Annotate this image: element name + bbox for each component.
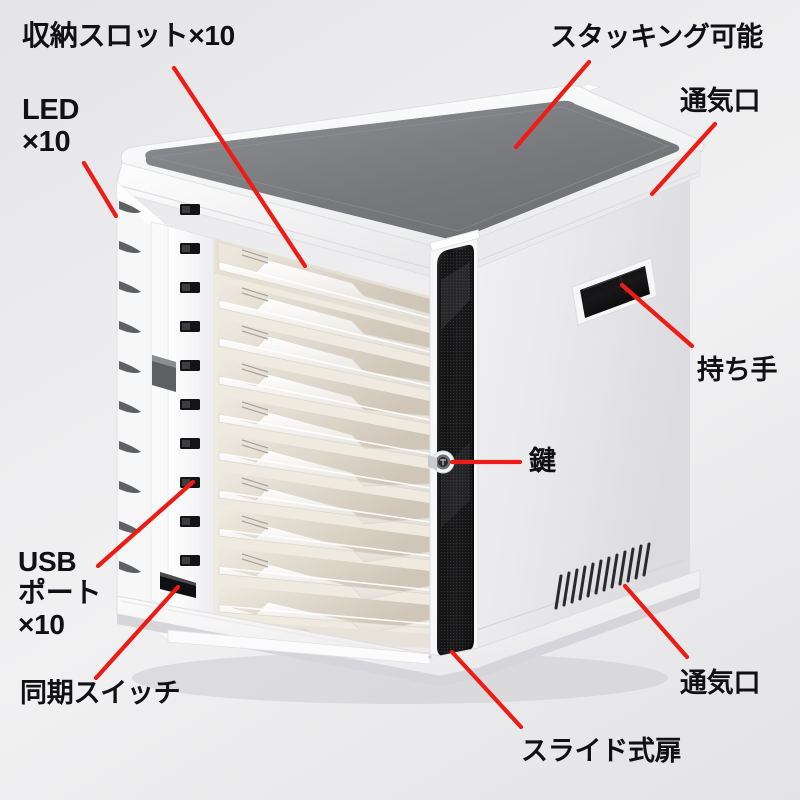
- storage-slot: [218, 509, 431, 563]
- storage-slot: [218, 243, 431, 323]
- callout-storage-slots: 収納スロット×10: [22, 20, 235, 51]
- storage-slot: [218, 281, 431, 357]
- storage-slot: [218, 585, 431, 635]
- leader-storage-slots: [171, 65, 308, 269]
- callout-led: LED ×10: [22, 94, 80, 159]
- callout-stackable: スタッキング可能: [550, 22, 764, 52]
- storage-slot: [218, 319, 431, 391]
- leader-usb: [95, 479, 196, 569]
- sliding-door[interactable]: [428, 229, 481, 673]
- storage-slot: [218, 357, 431, 425]
- usb-ports-group[interactable]: [180, 204, 200, 566]
- leader-sync: [93, 584, 181, 681]
- leader-led: [81, 160, 119, 219]
- storage-slot: [218, 471, 431, 527]
- storage-slots-group: [218, 243, 431, 648]
- lock-cylinder[interactable]: [428, 450, 455, 474]
- vent-bottom-grille: [554, 542, 651, 610]
- leader-vent-bottom: [622, 583, 690, 660]
- storage-slot: [218, 433, 431, 493]
- leader-lines: [81, 59, 718, 730]
- leader-stackable: [513, 59, 592, 150]
- top-shell: [116, 83, 705, 281]
- base-plinth: [116, 569, 701, 686]
- callout-usb-ports: USB ポート ×10: [18, 546, 102, 640]
- callout-vent-top: 通気口: [680, 86, 761, 116]
- leader-door: [449, 649, 524, 730]
- leader-handle: [619, 282, 695, 349]
- handle-recess[interactable]: [571, 257, 658, 326]
- callout-handle: 持ち手: [697, 355, 778, 385]
- callout-sync-switch: 同期スイッチ: [20, 678, 181, 708]
- led-indicator-strip: [119, 201, 141, 573]
- callout-sliding-door: スライド式扉: [521, 736, 682, 766]
- storage-slot: [218, 547, 431, 601]
- callout-lock: 鍵: [529, 446, 556, 476]
- storage-slot: [218, 395, 431, 459]
- leader-vent-top: [649, 121, 718, 197]
- callout-vent-bottom: 通気口: [680, 668, 761, 698]
